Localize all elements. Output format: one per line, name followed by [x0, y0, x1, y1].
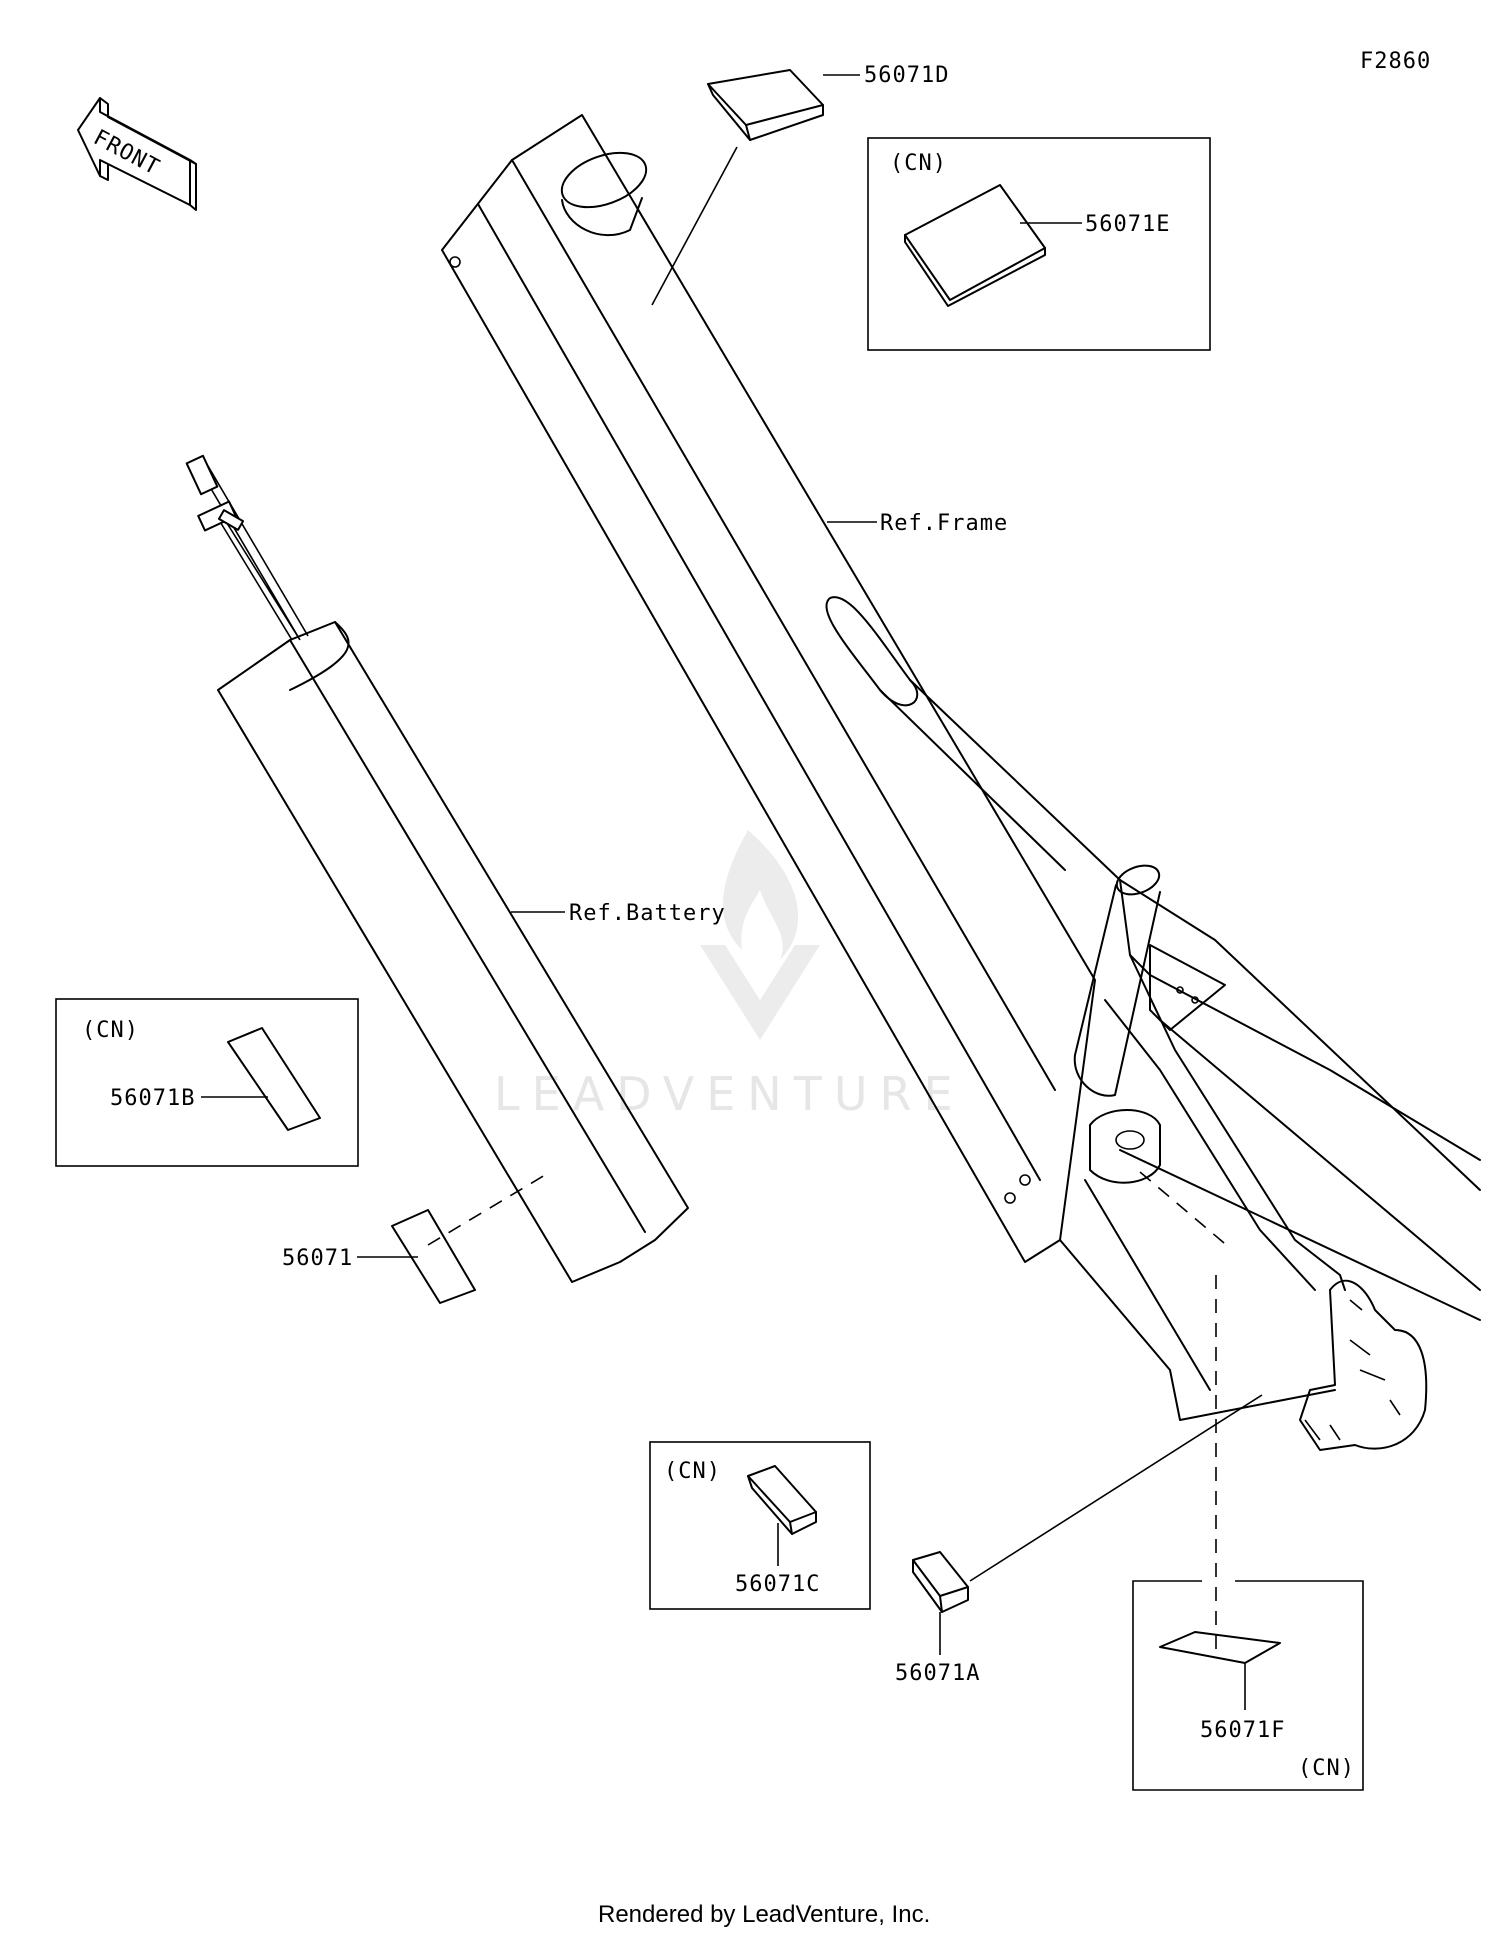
battery-drawing — [185, 454, 689, 1283]
box-56071E — [867, 137, 1211, 351]
decal-56071-shape — [391, 1209, 476, 1304]
region-tag-56071F: (CN) — [1298, 1756, 1355, 1781]
reference-battery: Ref.Battery — [569, 901, 726, 926]
region-tag-56071E: (CN) — [890, 151, 947, 176]
decal-56071A-shape — [912, 1551, 969, 1597]
decal-56071D-shape — [707, 69, 824, 126]
watermark: LEADVENTURE — [494, 830, 965, 1121]
watermark-text: LEADVENTURE — [494, 1067, 965, 1121]
watermark-flame-icon — [722, 830, 799, 960]
front-arrow-icon — [77, 97, 191, 206]
decal-56071F-shape — [1159, 1631, 1281, 1664]
front-arrow: FRONT — [77, 97, 197, 211]
part-number-56071: 56071 — [282, 1246, 353, 1271]
leader-lines — [201, 74, 1263, 1710]
part-number-56071A: 56071A — [895, 1661, 980, 1686]
decal-56071B-shape — [227, 1027, 321, 1131]
footer-credit: Rendered by LeadVenture, Inc. — [598, 1901, 930, 1928]
part-number-56071B: 56071B — [110, 1086, 195, 1111]
part-number-56071D: 56071D — [864, 63, 949, 88]
figure-code: F2860 — [1360, 49, 1431, 74]
part-number-56071F: 56071F — [1200, 1718, 1285, 1743]
box-56071B — [55, 998, 359, 1167]
decal-56071E-shape — [904, 184, 1046, 301]
region-tag-56071B: (CN) — [82, 1018, 139, 1043]
decals — [227, 69, 1281, 1664]
part-number-56071E: 56071E — [1085, 212, 1170, 237]
box-56071C — [649, 1441, 871, 1610]
frame-drawing — [441, 114, 1481, 1451]
watermark-v-icon — [700, 945, 820, 1040]
region-tag-56071C: (CN) — [664, 1459, 721, 1484]
reference-frame: Ref.Frame — [880, 511, 1008, 536]
box-56071F — [1132, 1580, 1364, 1791]
part-number-56071C: 56071C — [735, 1572, 820, 1597]
